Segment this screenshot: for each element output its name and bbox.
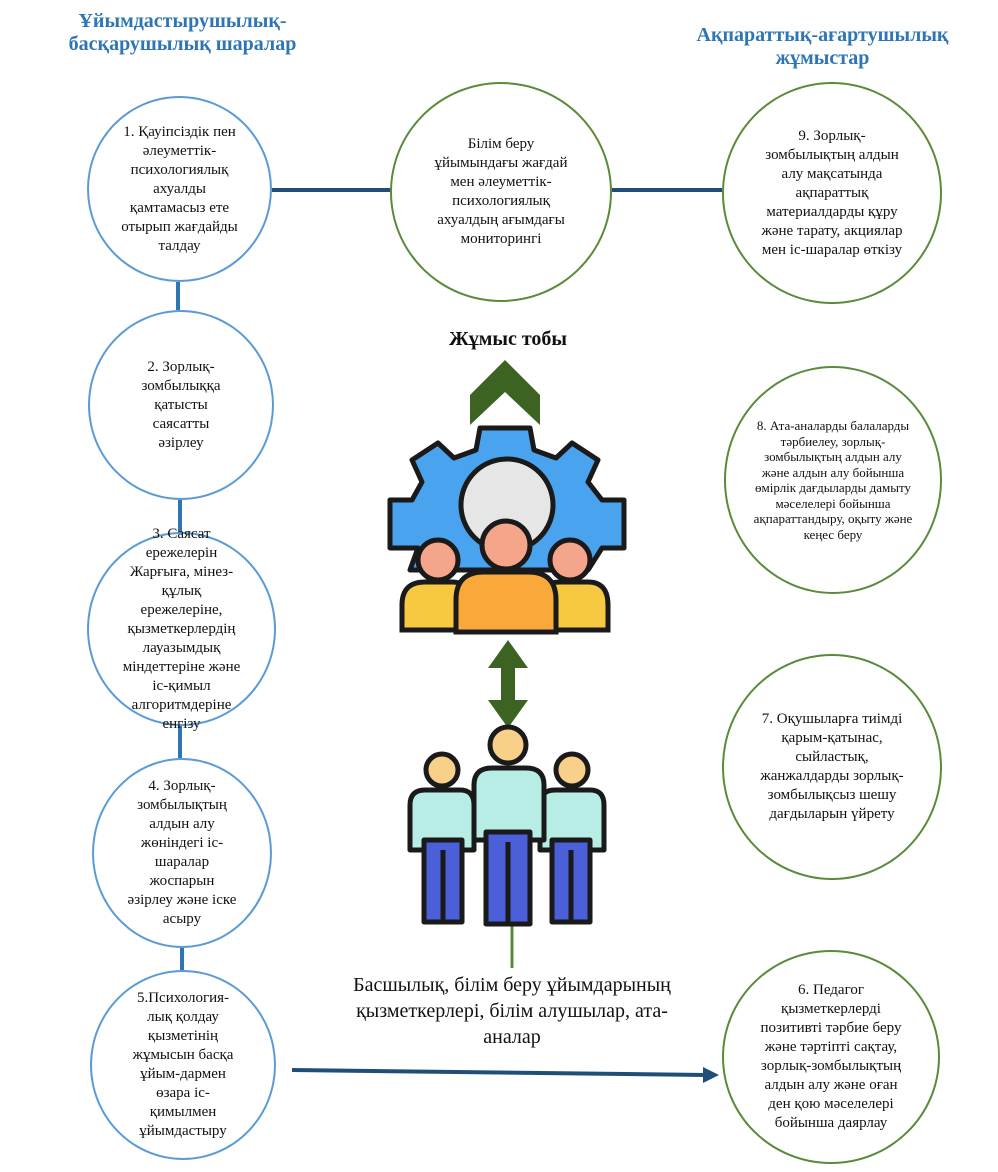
step-7-circle: 7. Оқушыларға тиімді қарым-қатынас, сыйл…	[722, 654, 942, 880]
step-8-circle: 8. Ата-аналарды балаларды тәрбиелеу, зор…	[724, 366, 942, 594]
step-3-circle: 3. Саясат ережелерін Жарғыға, мінез-құлы…	[87, 526, 276, 732]
step-3-text: 3. Саясат ережелерін Жарғыға, мінез-құлы…	[122, 525, 241, 732]
double-arrow-icon	[488, 640, 528, 728]
step-8-text: 8. Ата-аналарды балаларды тәрбиелеу, зор…	[753, 418, 913, 542]
arrow-5-to-6-line	[291, 1068, 707, 1077]
monitoring-text: Білім беру ұйымындағы жағдай мен әлеумет…	[434, 136, 568, 247]
step-9-text: 9. Зорлық-зомбылықтың алдын алу мақсатын…	[761, 127, 903, 258]
step-4-text: 4. Зорлық-зомбылықтың алдын алу жөніндег…	[127, 778, 237, 927]
people-group-icon	[407, 724, 607, 927]
team-gear-icon	[387, 425, 627, 635]
chevron-up-icon	[470, 360, 540, 425]
step-6-text: 6. Педагог қызметкерлерді позитивті тәрб…	[760, 982, 902, 1131]
step-1-circle: 1. Қауіпсіздік пен әлеуметтік-психология…	[87, 96, 272, 282]
step-4-circle: 4. Зорлық-зомбылықтың алдын алу жөніндег…	[92, 758, 272, 948]
working-group-title: Жұмыс тобы	[448, 328, 568, 350]
arrow-5-to-6-head	[703, 1067, 719, 1083]
step-2-circle: 2. Зорлық-зомбылыққа қатысты саясатты әз…	[88, 310, 274, 500]
step-1-text: 1. Қауіпсіздік пен әлеуметтік-психология…	[121, 123, 238, 254]
participants-caption: Басшылық, білім беру ұйымдарының қызметк…	[353, 974, 671, 1048]
step-5-text: 5.Психология-лық қолдау қызметінің жұмыс…	[132, 990, 234, 1139]
step-5-circle: 5.Психология-лық қолдау қызметінің жұмыс…	[90, 970, 276, 1160]
monitoring-circle: Білім беру ұйымындағы жағдай мен әлеумет…	[390, 82, 612, 302]
step-7-text: 7. Оқушыларға тиімді қарым-қатынас, сыйл…	[760, 711, 904, 822]
heading-right: Ақпараттық-ағартушылық жұмыстар	[696, 24, 949, 69]
heading-left: Ұйымдастырушылық-басқарушылық шаралар	[68, 10, 297, 55]
step-9-circle: 9. Зорлық-зомбылықтың алдын алу мақсатын…	[722, 82, 942, 304]
step-6-circle: 6. Педагог қызметкерлерді позитивті тәрб…	[722, 950, 940, 1164]
step-2-text: 2. Зорлық-зомбылыққа қатысты саясатты әз…	[141, 358, 221, 451]
